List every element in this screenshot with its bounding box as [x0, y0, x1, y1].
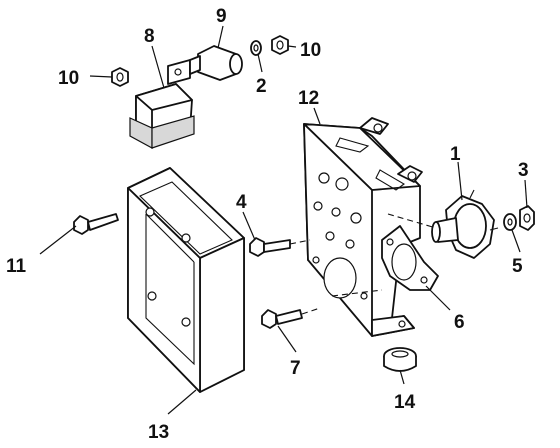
part-10-hex-nut-left	[111, 67, 129, 87]
callout-6: 6	[454, 312, 465, 333]
callout-10-right: 10	[300, 40, 321, 61]
callout-14: 14	[394, 392, 416, 413]
callout-13: 13	[148, 422, 169, 443]
callout-2: 2	[256, 76, 267, 97]
leader-lines	[39, 25, 528, 415]
callout-4: 4	[236, 192, 247, 213]
part-2-lock-washer	[250, 40, 262, 56]
callout-labels: 1 2 3 4 5 6 7 8 9 10 10 11 12 13 14	[6, 6, 529, 443]
callout-8: 8	[144, 26, 155, 47]
callout-9: 9	[216, 6, 227, 27]
callout-5: 5	[512, 256, 523, 277]
part-1-shaft-flange	[431, 189, 499, 259]
part-8-relay	[129, 59, 195, 150]
callout-1: 1	[450, 144, 461, 165]
part-10-hex-nut-right	[271, 35, 289, 55]
part-11-screw	[73, 213, 119, 235]
part-13-cover-frame	[127, 167, 245, 393]
part-9-inline-filter	[189, 45, 243, 81]
part-12-mounting-bracket	[303, 117, 423, 337]
callout-11: 11	[6, 256, 27, 277]
callout-12: 12	[298, 88, 319, 109]
part-14-grommet	[383, 347, 417, 372]
part-5-lock-washer	[503, 213, 517, 231]
callout-3: 3	[518, 160, 529, 181]
part-6-retainer-clip	[381, 225, 439, 291]
part-7-screw	[261, 309, 303, 329]
part-4-screw	[249, 237, 291, 257]
assembly-lines	[289, 213, 437, 315]
callout-10-left: 10	[58, 68, 79, 89]
callout-7: 7	[290, 358, 301, 379]
part-3-hex-nut	[519, 205, 535, 231]
